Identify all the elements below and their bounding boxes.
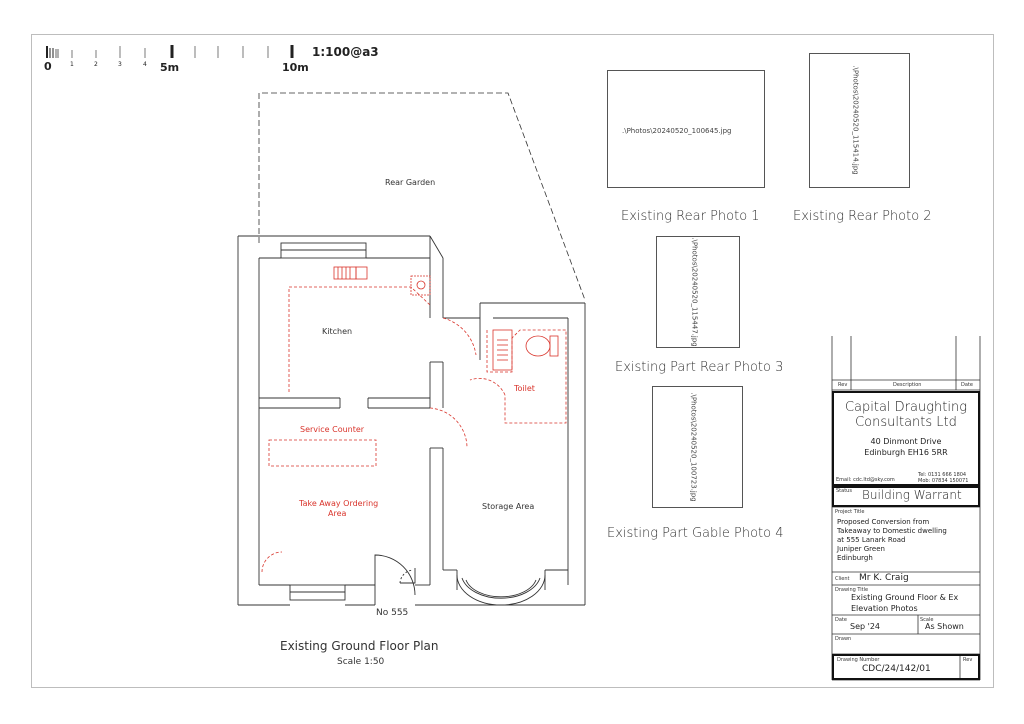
scale-tick-2: 2 xyxy=(94,61,98,68)
photo-frame-2: .\Photos\20240520_115414.jpg xyxy=(809,53,910,188)
tb-project-line2: Takeaway to Domestic dwelling xyxy=(837,527,947,535)
room-label-toilet: Toilet xyxy=(513,384,535,393)
tb-project-line1: Proposed Conversion from xyxy=(837,518,930,526)
tb-scale-label: Scale xyxy=(920,617,934,623)
scale-tick-3: 3 xyxy=(118,61,122,68)
tb-drawing-number-value: CDC/24/142/01 xyxy=(862,664,931,674)
tb-status-label: Status xyxy=(836,488,852,494)
tb-drawing-title-line1: Existing Ground Floor & Ex xyxy=(851,593,959,602)
house-number: No 555 xyxy=(376,608,408,618)
tb-client-label: Client xyxy=(835,576,850,582)
tb-desc-header: Description xyxy=(893,382,922,388)
room-label-take-away-line2: Area xyxy=(328,509,347,518)
scale-tick-0: 0 xyxy=(44,60,52,73)
room-label-storage: Storage Area xyxy=(482,502,534,511)
photo-frame-4: .\Photos\20240520_100723.jpg xyxy=(652,386,743,508)
scale-ratio: 1:100@a3 xyxy=(312,45,379,59)
tb-drawn-label: Drawn xyxy=(835,636,852,642)
scale-tick-10m: 10m xyxy=(282,61,309,74)
tb-drawing-number-label: Drawing Number xyxy=(837,657,880,663)
tb-address-line2: Edinburgh EH16 5RR xyxy=(864,448,948,457)
photo-caption-4: Existing Part Gable Photo 4 xyxy=(607,526,784,541)
existing-walls xyxy=(237,235,586,606)
tb-company-line2: Consultants Ltd xyxy=(855,415,957,430)
tb-status-value: Building Warrant xyxy=(862,488,962,502)
tb-rev-header: Rev xyxy=(838,382,848,388)
tb-email: Email: cdc.ltd@sky.com xyxy=(836,477,895,483)
scale-tick-1: 1 xyxy=(70,61,74,68)
tb-rev-label: Rev xyxy=(963,657,973,663)
site-boundary xyxy=(258,92,586,301)
proposed-elements xyxy=(261,266,567,573)
room-label-take-away-line1: Take Away Ordering xyxy=(298,499,378,508)
tb-client-value: Mr K. Craig xyxy=(859,573,909,583)
photo-frame-3: .\Photos\20240520_115447.jpg xyxy=(656,236,740,348)
drawing-sheet-border xyxy=(31,34,994,688)
tb-date-label: Date xyxy=(835,617,847,623)
tb-company-line1: Capital Draughting xyxy=(844,400,968,415)
tb-scale-value: As Shown xyxy=(925,622,964,631)
tb-tel: Tel: 0131 666 1804 xyxy=(918,472,967,478)
tb-drawing-title-label: Drawing Title xyxy=(835,587,869,593)
tb-drawing-title-line2: Elevation Photos xyxy=(851,604,918,613)
photo-filename-1: .\Photos\20240520_100645.jpg xyxy=(622,127,732,135)
photo-caption-2: Existing Rear Photo 2 xyxy=(793,209,932,224)
scale-bar xyxy=(46,45,294,58)
tb-project-line4: Juniper Green xyxy=(837,545,885,553)
tb-address-line1: 40 Dinmont Drive xyxy=(870,437,942,446)
photo-filename-2: .\Photos\20240520_115414.jpg xyxy=(851,65,860,175)
photo-caption-1: Existing Rear Photo 1 xyxy=(621,209,760,224)
photo-caption-3: Existing Part Rear Photo 3 xyxy=(615,360,784,375)
room-label-service-counter: Service Counter xyxy=(300,425,365,434)
tb-project-line3: at 555 Lanark Road xyxy=(837,536,906,544)
scale-tick-5m: 5m xyxy=(160,61,179,74)
scale-tick-4: 4 xyxy=(143,61,147,68)
room-label-rear-garden: Rear Garden xyxy=(385,178,435,187)
room-label-kitchen: Kitchen xyxy=(322,327,352,336)
tb-mob: Mob: 07834 150071 xyxy=(918,478,969,484)
tb-project-line5: Edinburgh xyxy=(837,554,873,562)
tb-project-label: Project Title xyxy=(835,509,865,515)
plan-scale: Scale 1:50 xyxy=(337,657,385,667)
tb-date-value: Sep '24 xyxy=(850,622,880,631)
tb-date-header: Date xyxy=(961,382,973,388)
photo-frame-1: .\Photos\20240520_100645.jpg xyxy=(607,70,765,188)
photo-filename-3: .\Photos\20240520_115447.jpg xyxy=(690,237,699,347)
photo-filename-4: .\Photos\20240520_100723.jpg xyxy=(689,392,698,502)
plan-title: Existing Ground Floor Plan xyxy=(280,639,439,653)
